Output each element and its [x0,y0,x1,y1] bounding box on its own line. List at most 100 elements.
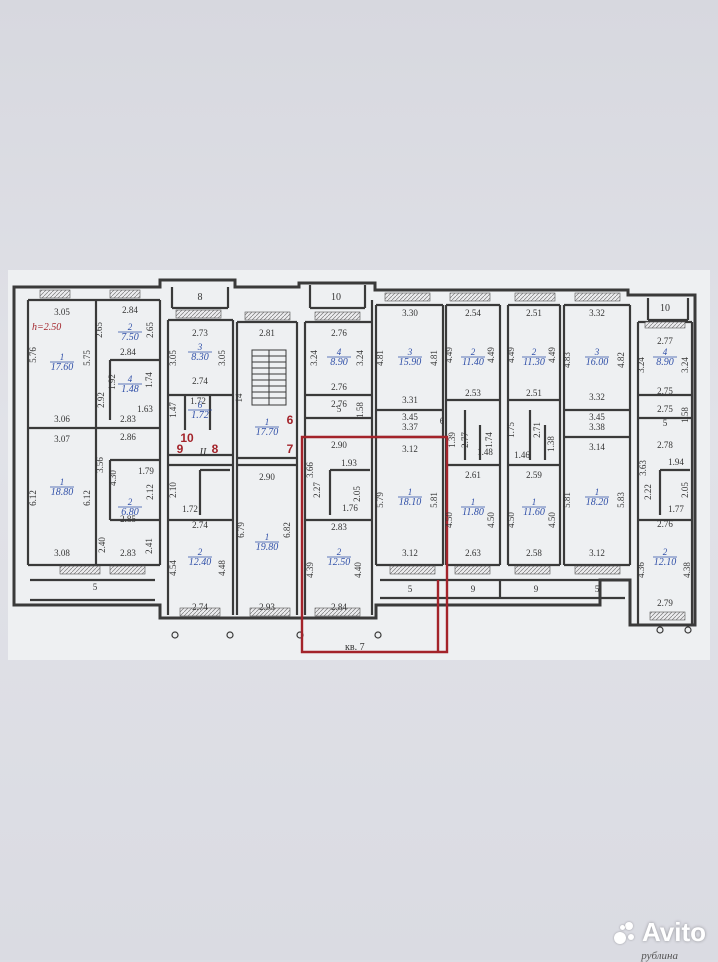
dimension-label: 2.76 [331,328,347,338]
dimension-label: 2.74 [192,376,208,386]
dimension-label: 4.30 [108,470,118,486]
red-marker-label: 10 [180,431,194,445]
dimension-label: 5 [337,404,342,414]
dimension-label: 1.92 [107,374,117,390]
dimension-label: 4.81 [375,350,385,366]
dimension-label: 3.38 [589,422,605,432]
room-area: 8.90 [656,357,674,368]
dimension-label: 1.79 [138,466,154,476]
room-area: 15.90 [399,357,422,368]
watermark-text: Avito [641,917,706,947]
dimension-label: 9 [471,584,476,594]
dimension-label: 1.76 [342,503,358,513]
dimension-label: 2.51 [526,308,542,318]
room-number: 2 [337,547,342,557]
dimension-label: 2.81 [259,328,275,338]
dimension-label: 3.05 [54,307,70,317]
dimension-label: 5 [93,582,98,592]
outer-walls [12,278,697,627]
room-number: 2 [471,347,476,357]
dimension-label: 2.40 [97,537,107,553]
room-number: 6 [198,400,203,410]
room-area: 11.80 [462,507,484,518]
dimension-label: 4.50 [486,512,496,528]
room-number: 1 [408,487,413,497]
room-number: 1 [60,477,65,487]
dimension-label: 4.50 [547,512,557,528]
dimension-label: 3.30 [402,308,418,318]
dimension-label: 2.90 [331,440,347,450]
dimension-label: 1.39 [447,432,457,448]
dimension-label: 2.53 [465,388,481,398]
red-marker-label: 7 [287,442,294,456]
room-number: 4 [128,374,133,384]
dimension-label: 3.07 [54,434,70,444]
dimension-label: 2.74 [192,602,208,612]
window-hatches [39,289,686,621]
dimension-label: 4.50 [506,512,516,528]
dimension-label: 1.75 [506,422,516,438]
dimension-label: 2.65 [145,322,155,338]
dimension-label: 2.63 [465,548,481,558]
height-note: h=2.50 [32,322,61,333]
dimension-label: 2.76 [331,382,347,392]
dimension-label: 5.79 [375,492,385,508]
dimension-label: 2.10 [168,482,178,498]
dimension-label: 1.58 [680,407,690,423]
dimension-label: 2.75 [657,404,673,414]
dimension-label: 5.76 [28,347,38,363]
room-number: 3 [197,342,203,352]
dimension-label: 4.50 [444,512,454,528]
section-number: 10 [660,303,670,314]
room-area: 8.30 [191,352,209,363]
dimension-label: 3.24 [680,357,690,373]
dimension-label: 6.12 [28,490,38,506]
dimension-label: 2.65 [94,322,104,338]
dimension-label: 2.92 [96,392,106,408]
dimension-label: 2.71 [532,422,542,438]
dimension-label: 3.63 [638,460,648,476]
dimension-label: 1.47 [168,402,178,418]
dimension-label: 2.84 [331,602,347,612]
apartment-7-outline [300,435,449,654]
room-area: 16.00 [586,357,609,368]
dimension-label: 3.12 [402,548,418,558]
red-marker-label: 8 [212,442,219,456]
dimension-label: 6.12 [82,490,92,506]
column-markers [171,626,692,639]
dimension-label: 1.94 [668,457,684,467]
room-number: 2 [128,497,133,507]
dimension-label: 2.90 [259,472,275,482]
dimension-label: 14 [234,393,244,403]
dimension-label: 2.05 [352,486,362,502]
room-number: 2 [532,347,537,357]
dimension-label: 4.82 [616,352,626,368]
dimension-label: 2.22 [643,484,653,500]
room-area: 6.80 [121,507,139,518]
room-area: 18.20 [586,497,609,508]
dimension-label: 4.81 [429,350,439,366]
dimension-label: 1.63 [137,404,153,414]
section-number: 10 [331,292,341,303]
dimension-label: 4.49 [486,347,496,363]
dimension-label: 2.93 [259,602,275,612]
dimension-label: 3.24 [355,350,365,366]
roman-label: II [199,447,207,458]
dimension-label: 2.05 [680,482,690,498]
dimension-label: 3.14 [589,442,605,452]
room-area: 1.72 [191,410,209,421]
dimension-label: 2.75 [657,386,673,396]
room-number: 2 [128,322,133,332]
room-number: 1 [60,352,65,362]
dimension-label: 3.06 [54,414,70,424]
room-area: 12.50 [328,557,351,568]
dimension-label: 3.32 [589,308,605,318]
room-number: 1 [265,417,270,427]
dimension-label: 5 [408,584,413,594]
paper-area [8,270,710,660]
dimension-label: 2.85 [120,514,136,524]
dimension-label: 2.61 [465,470,481,480]
dimension-label: 2.51 [526,388,542,398]
room-number: 3 [594,347,600,357]
dimension-label: 2.76 [657,519,673,529]
